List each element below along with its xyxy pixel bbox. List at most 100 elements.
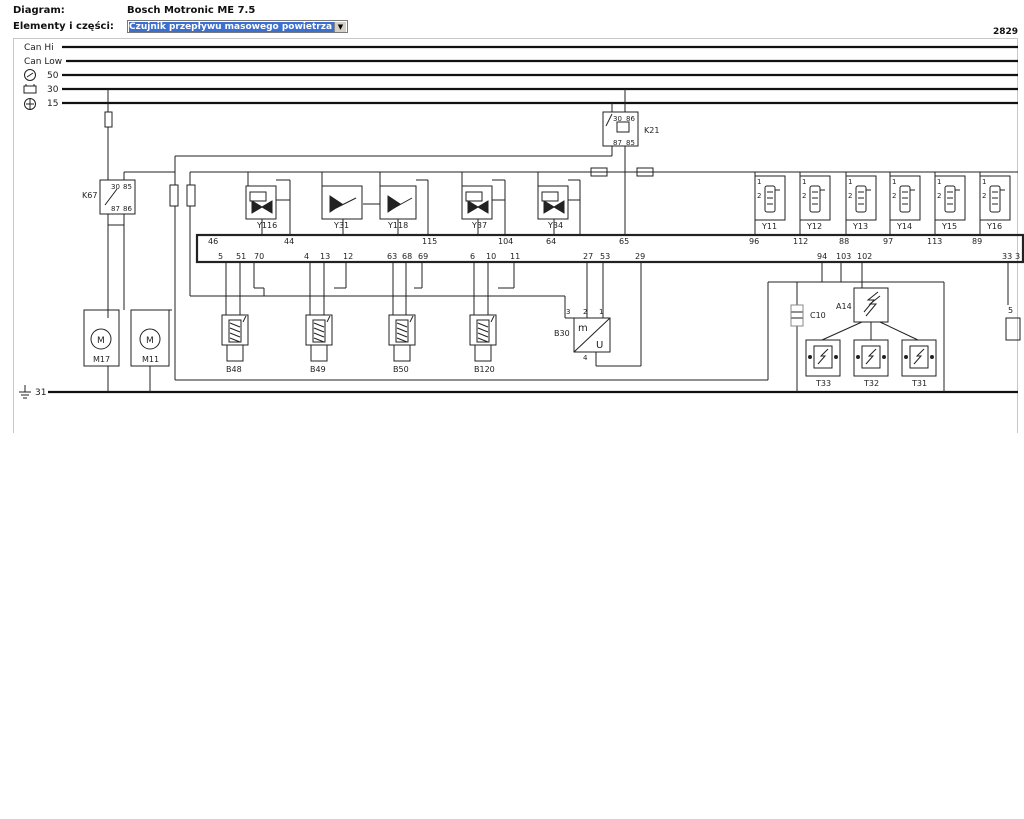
svg-text:4: 4 xyxy=(583,354,588,362)
ignition-start-icon xyxy=(24,69,36,81)
svg-text:97: 97 xyxy=(883,237,893,246)
motor-m11: M M11 xyxy=(130,309,170,367)
svg-text:29: 29 xyxy=(635,252,645,261)
coil-label: T33 xyxy=(815,379,831,388)
coil-label: T32 xyxy=(863,379,879,388)
diagram-value: Bosch Motronic ME 7.5 xyxy=(127,5,256,16)
svg-text:44: 44 xyxy=(284,237,294,246)
svg-text:1: 1 xyxy=(937,178,941,186)
svg-text:1: 1 xyxy=(848,178,852,186)
sensor-label: B49 xyxy=(310,365,326,374)
svg-text:Y34: Y34 xyxy=(547,221,563,230)
injector-label: Y14 xyxy=(896,222,912,231)
svg-text:27: 27 xyxy=(583,252,593,261)
coil-t32: T32 xyxy=(853,339,889,388)
svg-text:1: 1 xyxy=(802,178,806,186)
edge-component xyxy=(1005,317,1021,341)
elements-label: Elementy i części: xyxy=(13,21,114,32)
sensor-b48: B48 xyxy=(221,314,249,374)
svg-text:6: 6 xyxy=(470,252,475,261)
svg-text:87: 87 xyxy=(613,139,622,147)
ignition-on-icon xyxy=(24,98,36,110)
svg-text:B30: B30 xyxy=(554,329,570,338)
svg-text:51: 51 xyxy=(236,252,246,261)
svg-text:Y116: Y116 xyxy=(256,221,277,230)
ignition-module-a14: A14 xyxy=(821,287,919,341)
svg-text:2: 2 xyxy=(892,192,896,200)
wires xyxy=(104,89,1018,392)
relay-k21-label: K21 xyxy=(644,126,659,135)
sensor-b49: B49 xyxy=(305,314,333,374)
chevron-down-icon[interactable]: ▼ xyxy=(334,22,346,32)
valve-y37: Y37 xyxy=(461,179,505,230)
svg-text:C10: C10 xyxy=(810,311,826,320)
svg-text:2: 2 xyxy=(937,192,941,200)
injector-label: Y16 xyxy=(986,222,1002,231)
svg-text:2: 2 xyxy=(583,308,587,316)
sensor-label: B120 xyxy=(474,365,495,374)
svg-text:2: 2 xyxy=(848,192,852,200)
svg-text:Y37: Y37 xyxy=(471,221,487,230)
elements-row: Elementy i części: xyxy=(13,21,127,32)
svg-text:112: 112 xyxy=(793,237,808,246)
svg-text:A14: A14 xyxy=(836,302,852,311)
ecu-bottom-pins: 5 51 70 4 13 12 63 68 69 6 10 11 27 53 2… xyxy=(218,252,1020,261)
svg-text:1: 1 xyxy=(982,178,986,186)
svg-text:1: 1 xyxy=(599,308,603,316)
svg-text:70: 70 xyxy=(254,252,264,261)
edge-pin: 5 xyxy=(1008,306,1013,315)
elements-select[interactable]: Czujnik przepływu masowego powietrza ▼ xyxy=(127,20,348,33)
elements-select-value: Czujnik przepływu masowego powietrza xyxy=(129,22,335,32)
svg-text:53: 53 xyxy=(600,252,610,261)
svg-text:11: 11 xyxy=(510,252,520,261)
bus-can-hi-label: Can Hi xyxy=(24,43,54,53)
svg-text:89: 89 xyxy=(972,237,982,246)
injector-label: Y11 xyxy=(761,222,777,231)
battery-icon xyxy=(23,84,37,94)
svg-text:5: 5 xyxy=(218,252,223,261)
injector-label: Y15 xyxy=(941,222,957,231)
valve-y34: Y34 xyxy=(537,179,580,230)
bus-50-label: 50 xyxy=(47,71,59,81)
coil-t33: T33 xyxy=(805,339,841,388)
ecu-connector xyxy=(195,233,1024,264)
svg-text:69: 69 xyxy=(418,252,428,261)
svg-text:87: 87 xyxy=(111,205,120,213)
bus-can-low-label: Can Low xyxy=(24,57,62,67)
svg-text:113: 113 xyxy=(927,237,942,246)
ground-icon xyxy=(19,385,31,399)
svg-text:2: 2 xyxy=(757,192,761,200)
svg-text:33: 33 xyxy=(1002,252,1012,261)
svg-text:M: M xyxy=(97,336,105,346)
svg-text:85: 85 xyxy=(626,139,635,147)
svg-text:86: 86 xyxy=(626,115,635,123)
valve-y31: Y31 xyxy=(321,185,363,230)
bus-15-label: 15 xyxy=(47,99,58,109)
svg-text:3: 3 xyxy=(1015,252,1020,261)
svg-text:2: 2 xyxy=(982,192,986,200)
diagram-label: Diagram: xyxy=(13,5,65,16)
svg-text:102: 102 xyxy=(857,252,872,261)
relay-k67-label: K67 xyxy=(82,191,97,200)
svg-text:1: 1 xyxy=(757,178,761,186)
svg-text:M: M xyxy=(146,336,154,346)
fuse xyxy=(104,111,113,128)
valve-y116: Y116 xyxy=(245,179,291,230)
svg-text:65: 65 xyxy=(619,237,629,246)
relay-k21: K21 30 86 87 85 xyxy=(602,111,659,147)
svg-text:30: 30 xyxy=(613,115,622,123)
svg-text:103: 103 xyxy=(836,252,851,261)
svg-text:88: 88 xyxy=(839,237,849,246)
svg-text:2: 2 xyxy=(802,192,806,200)
svg-text:13: 13 xyxy=(320,252,330,261)
svg-text:3: 3 xyxy=(566,308,570,316)
svg-text:10: 10 xyxy=(486,252,496,261)
